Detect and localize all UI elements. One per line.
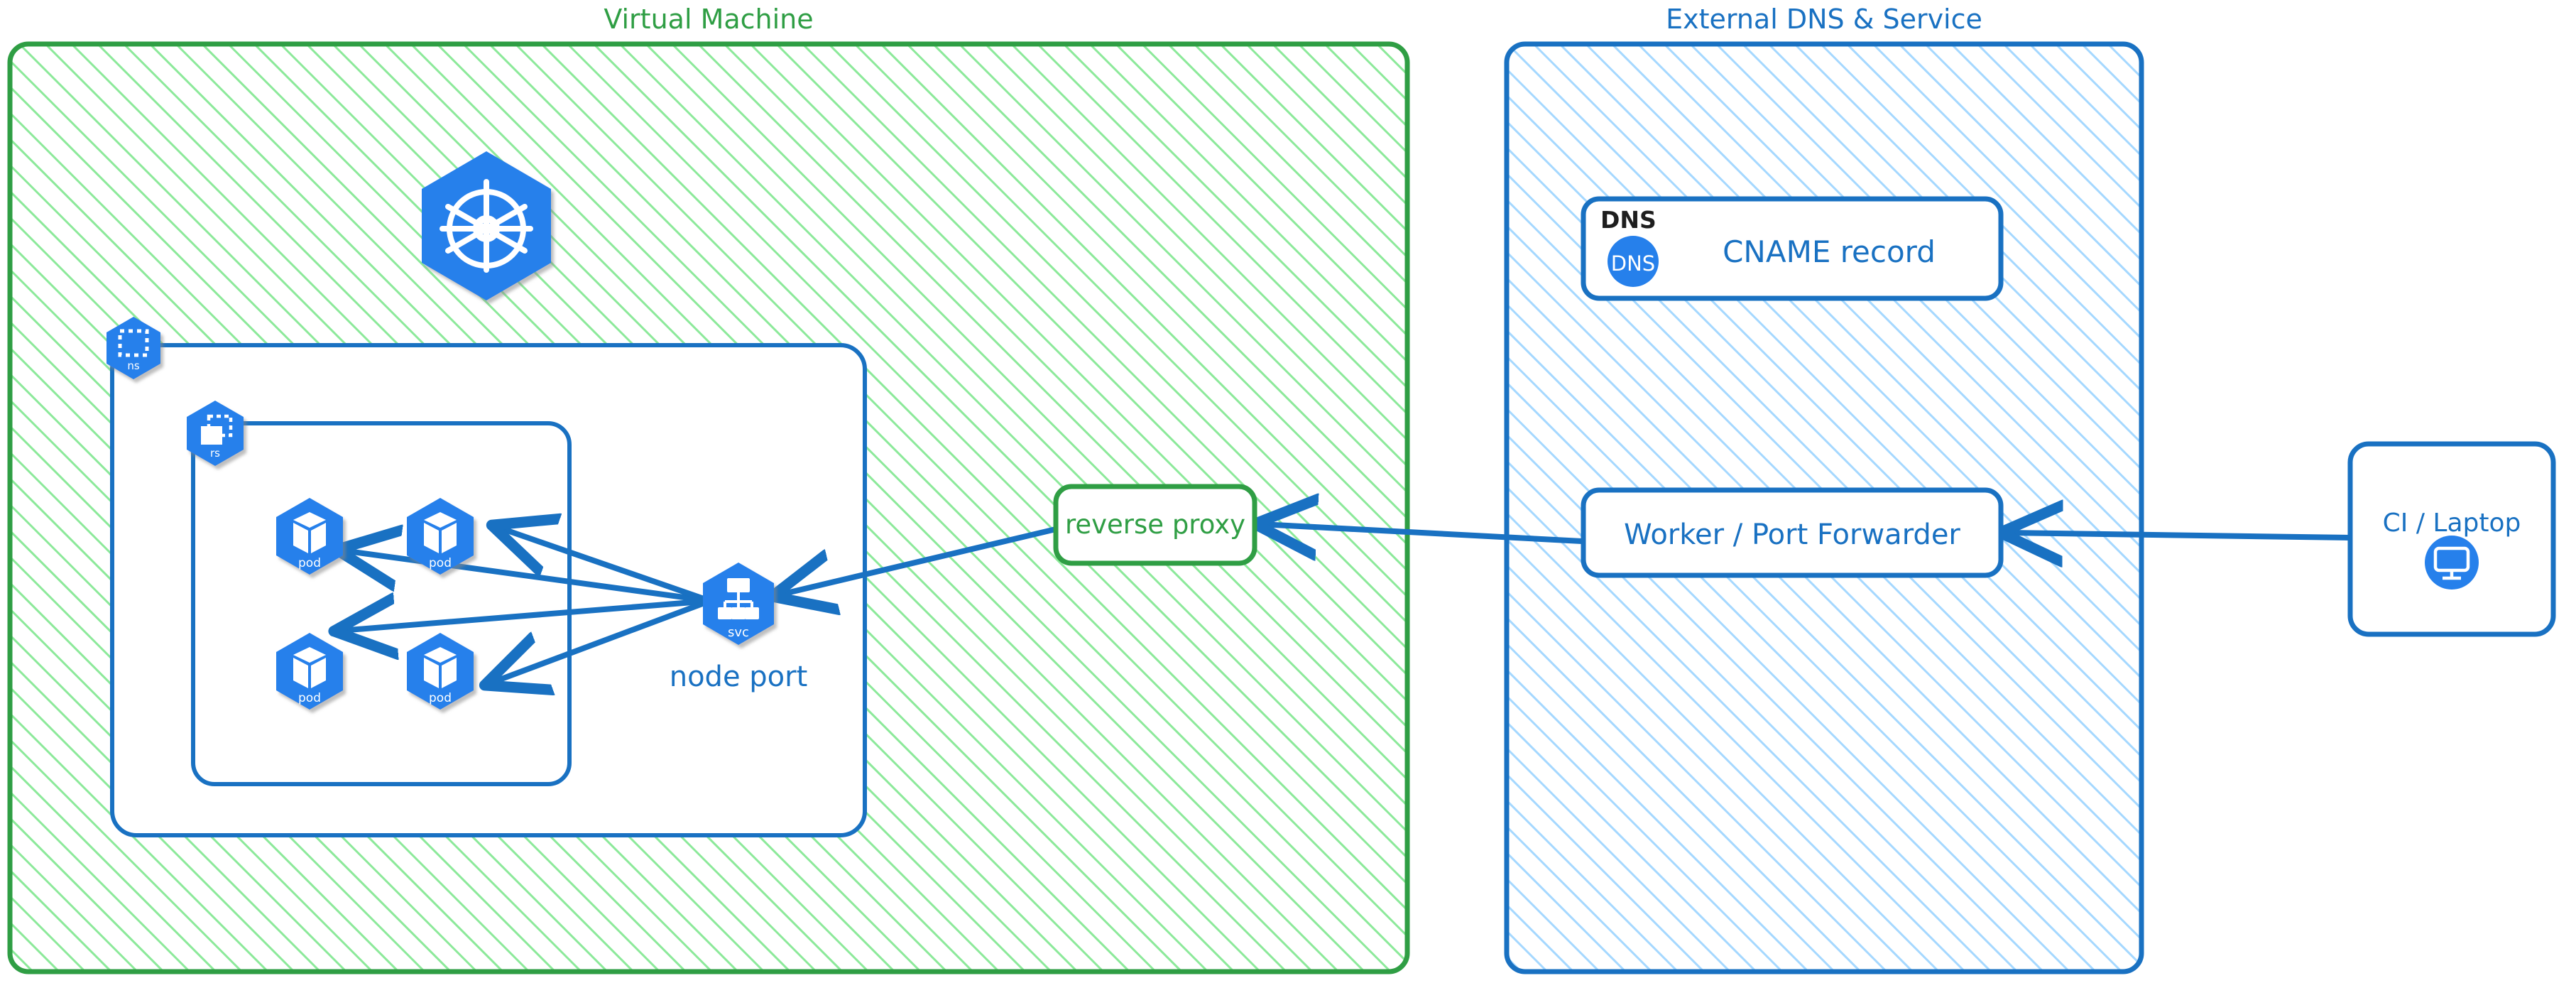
edge-proxy-to-svc [777, 526, 1059, 595]
external-dns-title: External DNS & Service [1666, 4, 1982, 35]
virtual-machine-title: Virtual Machine [604, 4, 814, 35]
pod-label: pod [429, 691, 452, 705]
cname-record-label: CNAME record [1723, 234, 1936, 269]
pod-label: pod [429, 556, 452, 570]
edge-svc-to-pod4 [490, 598, 713, 683]
reverse-proxy-box[interactable] [1053, 484, 1257, 566]
pod-4: pod [407, 633, 474, 710]
namespace-icon: ns [107, 317, 160, 379]
worker-port-forwarder-label: Worker / Port Forwarder [1624, 518, 1960, 551]
ci-laptop-label: CI / Laptop [2382, 509, 2521, 538]
svc-icon-label: svc [728, 625, 749, 640]
pod-label: pod [298, 556, 321, 570]
kubernetes-logo-icon [422, 151, 551, 300]
dns-badge-label: DNS [1611, 251, 1655, 276]
ns-icon-label: ns [127, 359, 140, 372]
edge-worker-to-proxy [1260, 524, 1585, 541]
worker-port-forwarder-box[interactable] [1581, 487, 2004, 578]
dns-record-box[interactable] [1581, 196, 2004, 301]
pod-label: pod [298, 691, 321, 705]
rs-icon-label: rs [210, 447, 220, 460]
replicaset-icon: rs [187, 401, 244, 466]
dns-corner-label: DNS [1600, 206, 1657, 234]
edge-ci-to-worker [2006, 533, 2352, 538]
edge-svc-to-pod2 [497, 527, 713, 604]
replicaset-container [191, 421, 572, 786]
pod-1: pod [276, 498, 343, 575]
pod-2: pod [407, 498, 474, 575]
edge-svc-to-pod3 [339, 601, 713, 631]
edges-service-to-pods [339, 527, 713, 683]
node-port-caption: node port [669, 661, 808, 693]
monitor-icon [2425, 536, 2479, 590]
pod-3: pod [276, 633, 343, 710]
reverse-proxy-label: reverse proxy [1064, 509, 1245, 540]
dns-badge-icon: DNS [1608, 236, 1659, 287]
service-icon: svc [703, 563, 774, 645]
